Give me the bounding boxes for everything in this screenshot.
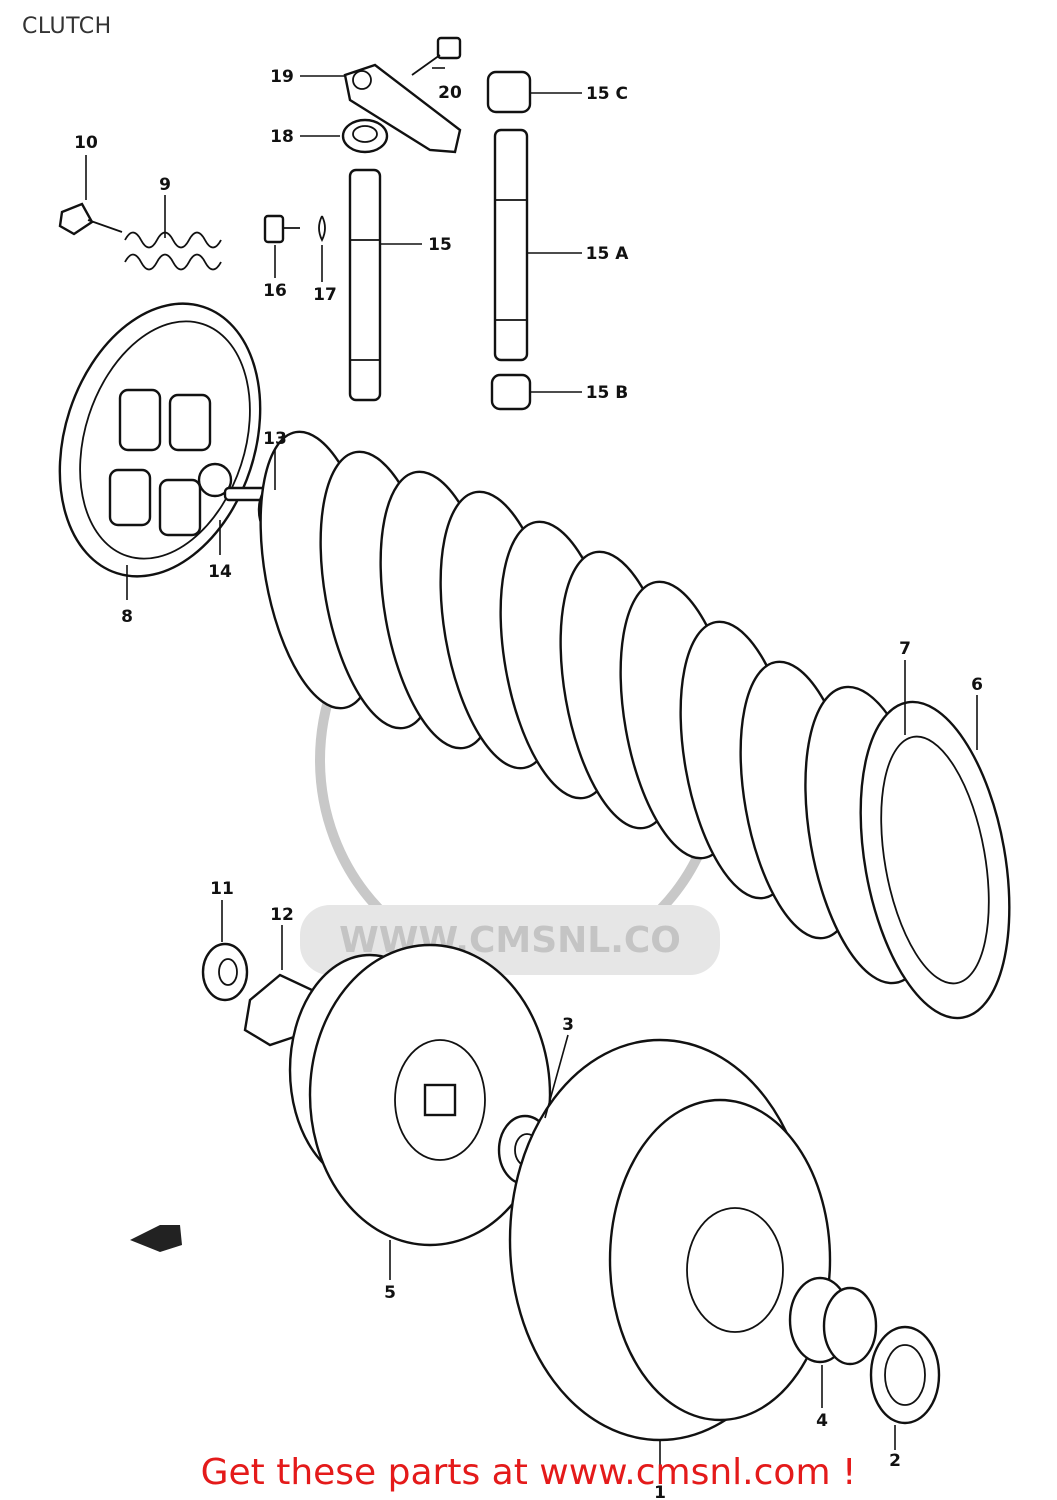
callout-18: 18 [270, 127, 294, 147]
release-shaft-assembly[interactable] [493, 128, 529, 362]
clutch-spring-bolt[interactable] [58, 202, 123, 236]
thrust-washer-2[interactable] [869, 1325, 941, 1425]
callout-14: 14 [208, 562, 232, 582]
bolt-20[interactable] [411, 36, 462, 76]
oil-seal-18[interactable] [341, 118, 389, 154]
diagram-title: CLUTCH [22, 14, 112, 39]
callout-15b: 15 B [586, 383, 629, 403]
callout-8: 8 [121, 607, 133, 627]
front-arrow-icon [130, 1225, 182, 1252]
callout-2: 2 [889, 1451, 901, 1471]
callout-15a: 15 A [586, 244, 630, 264]
callout-6: 6 [971, 675, 983, 695]
callout-13: 13 [263, 429, 287, 449]
clutch-sleeve-hub[interactable] [288, 943, 552, 1247]
callout-20: 20 [438, 83, 462, 103]
callout-9: 9 [159, 175, 171, 195]
footer-link-text[interactable]: Get these parts at www.cmsnl.com ! [200, 1452, 857, 1493]
clutch-spring[interactable] [124, 231, 222, 271]
clip-17[interactable] [318, 215, 326, 243]
callout-11: 11 [210, 879, 234, 899]
callout-7: 7 [899, 639, 911, 659]
callout-5: 5 [384, 1283, 396, 1303]
pressure-plate[interactable] [26, 277, 293, 602]
callout-4: 4 [816, 1411, 828, 1431]
callout-16: 16 [263, 281, 287, 301]
bolt-16[interactable] [263, 214, 300, 244]
bearing-15b[interactable] [490, 373, 532, 411]
callout-1: 1 [654, 1483, 666, 1500]
primary-driven-gear[interactable] [508, 1038, 832, 1442]
callout-17: 17 [313, 285, 337, 305]
nut-11[interactable] [201, 942, 249, 1002]
callout-10: 10 [74, 133, 98, 153]
callout-19: 19 [270, 67, 294, 87]
leader-lines [85, 67, 978, 1482]
clutch-plate-stack[interactable] [242, 423, 1032, 1030]
needle-bearing-4[interactable] [788, 1276, 878, 1366]
release-shaft[interactable] [348, 168, 382, 402]
bearing-15c[interactable] [486, 70, 532, 114]
callout-12: 12 [270, 905, 294, 925]
callout-15c: 15 C [586, 84, 628, 104]
release-lever-19[interactable] [343, 63, 462, 154]
callout-3: 3 [562, 1015, 574, 1035]
callout-15: 15 [428, 235, 452, 255]
